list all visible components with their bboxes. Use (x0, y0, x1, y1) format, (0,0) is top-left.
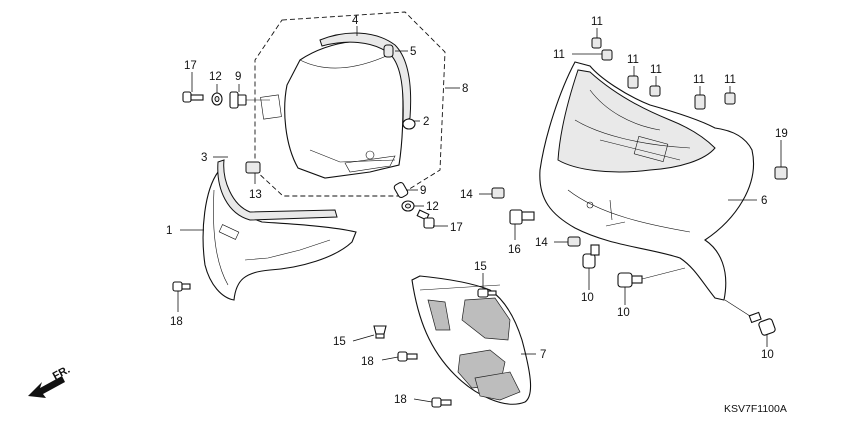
under-cover-assembly (373, 275, 532, 408)
callout-16: 16 (508, 244, 521, 256)
clip-11-d (649, 85, 661, 97)
direction-label: FR. (51, 364, 72, 383)
bolt-10-c (748, 311, 776, 336)
callout-12-lower: 12 (426, 201, 439, 213)
callout-11-c: 11 (627, 54, 639, 66)
callout-13: 13 (249, 189, 262, 201)
callout-17-upper: 17 (184, 60, 197, 72)
windscreen-group-outline (254, 11, 446, 197)
callout-11-a: 11 (591, 16, 603, 28)
callout-9-lower: 9 (420, 185, 426, 197)
well-nut-9-upper (229, 91, 247, 109)
bolt-10-b (617, 272, 643, 288)
callout-9-upper: 9 (235, 71, 241, 83)
callout-4: 4 (352, 15, 359, 27)
clip-11-a (591, 37, 602, 49)
inner-side-cover-assembly (172, 159, 357, 301)
callout-14-lower: 14 (535, 237, 548, 249)
windscreen-assembly (182, 11, 446, 229)
callout-6: 6 (761, 195, 767, 207)
screw-18-bottom (431, 397, 452, 408)
inner-cover-1 (202, 170, 357, 301)
callout-labels: 4 5 8 2 17 12 9 3 13 9 12 17 1 18 11 11 … (166, 15, 788, 406)
clip-11-f (724, 92, 736, 105)
well-nut-9-lower (393, 181, 409, 199)
bolt-10-a (582, 244, 600, 269)
callout-3: 3 (201, 152, 207, 164)
upper-grille (461, 297, 511, 341)
callout-10-a: 10 (581, 292, 594, 304)
callout-17-lower: 17 (450, 222, 463, 234)
callout-15-left: 15 (333, 336, 346, 348)
bottom-grille (474, 371, 521, 401)
callout-15-upper: 15 (474, 261, 487, 273)
callout-11-f: 11 (724, 74, 736, 86)
callout-7: 7 (540, 349, 546, 361)
screw-17-lower (416, 209, 435, 229)
clip-19 (774, 166, 788, 180)
clip-11-c (627, 75, 639, 89)
side-grille (427, 299, 451, 331)
drawing-code: KSV7F1100A (724, 403, 787, 415)
clip-13 (245, 161, 261, 174)
callout-19: 19 (775, 128, 788, 140)
front-direction-indicator: FR. (28, 364, 72, 398)
clip-11-b (601, 49, 613, 61)
screw-18-left (172, 281, 191, 292)
leader-lines (177, 26, 782, 403)
clip-11-e (694, 94, 706, 110)
washer-12-upper (211, 92, 223, 106)
cap-5 (383, 44, 394, 58)
front-cover-assembly (491, 37, 788, 336)
callout-18-bottom: 18 (394, 394, 407, 406)
clip-2 (402, 118, 416, 130)
clip-14-lower (567, 236, 581, 247)
callout-11-b: 11 (553, 49, 565, 61)
callout-11-d: 11 (650, 64, 662, 76)
callout-1: 1 (166, 225, 172, 237)
callout-8: 8 (462, 83, 468, 95)
callout-18-left: 18 (170, 316, 183, 328)
clip-14-upper (491, 187, 505, 199)
front-cover-inner-frame (557, 69, 716, 173)
callout-11-e: 11 (693, 74, 705, 86)
callout-12-upper: 12 (209, 71, 222, 83)
callout-18-mid: 18 (361, 356, 374, 368)
screw-17-upper (182, 91, 204, 103)
screw-15-left (373, 325, 387, 339)
washer-12-lower (401, 200, 415, 212)
callout-10-c: 10 (761, 349, 774, 361)
trim-strip-3 (217, 159, 338, 221)
callout-10-b: 10 (617, 307, 630, 319)
callout-2: 2 (423, 116, 429, 128)
screw-18-mid (397, 351, 418, 362)
bolt-16 (509, 209, 535, 225)
callout-14-upper: 14 (460, 189, 473, 201)
callout-5: 5 (410, 46, 416, 58)
front-arrow-icon (28, 376, 65, 398)
